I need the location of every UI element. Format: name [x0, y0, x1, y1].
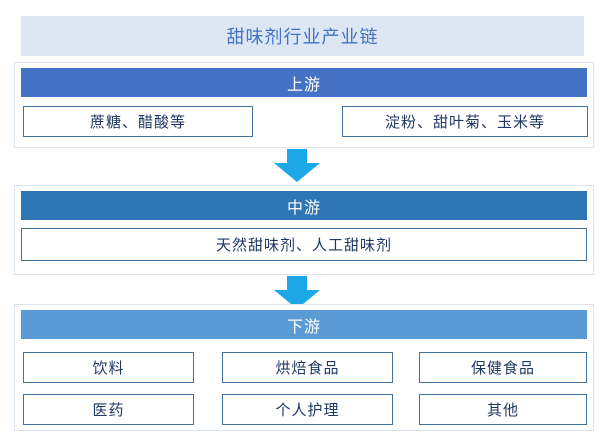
downstream-item-baked-food: 烘焙食品 [222, 352, 393, 383]
downstream-header: 下游 [21, 310, 587, 339]
downstream-item-other: 其他 [419, 394, 587, 425]
diagram-title: 甜味剂行业产业链 [21, 16, 584, 56]
downstream-item-pharma: 医药 [23, 394, 194, 425]
down-arrow-icon [274, 276, 320, 309]
upstream-header: 上游 [21, 68, 587, 97]
upstream-section: 上游 蔗糖、醋酸等 淀粉、甜叶菊、玉米等 [14, 62, 594, 148]
midstream-section: 中游 天然甜味剂、人工甜味剂 [14, 185, 594, 275]
down-arrow-icon [274, 149, 320, 182]
upstream-item-sucrose-acetic: 蔗糖、醋酸等 [23, 106, 253, 137]
upstream-item-starch-stevia-corn: 淀粉、甜叶菊、玉米等 [342, 106, 588, 137]
downstream-item-health-food: 保健食品 [419, 352, 587, 383]
midstream-item-sweeteners: 天然甜味剂、人工甜味剂 [21, 228, 587, 261]
downstream-item-beverage: 饮料 [23, 352, 194, 383]
downstream-item-personal-care: 个人护理 [222, 394, 393, 425]
midstream-header: 中游 [21, 191, 587, 220]
downstream-section: 下游 饮料 烘焙食品 保健食品 医药 个人护理 其他 [14, 304, 594, 431]
